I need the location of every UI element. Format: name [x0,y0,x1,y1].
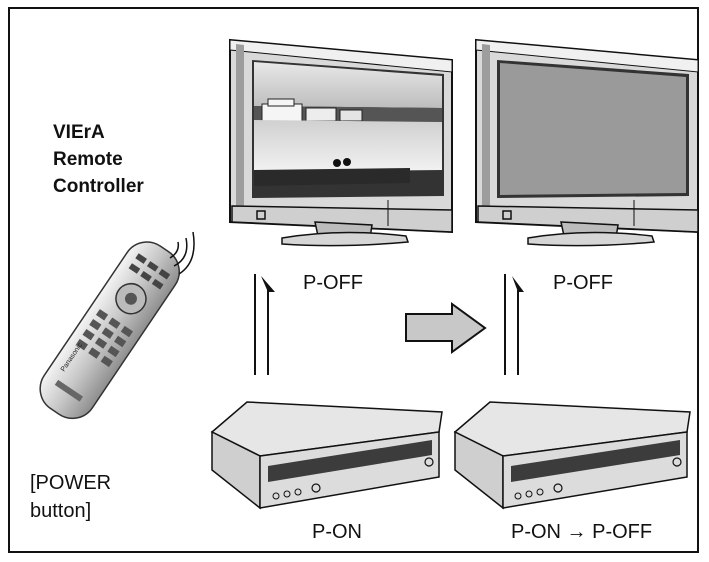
recorder-left [210,401,443,510]
tv-right-signal-label: P-OFF [553,272,613,294]
tv-right-screen-blank [500,63,686,195]
power-caption-line-2: button] [30,500,92,522]
signal-arrow-right [504,274,524,375]
tv-left-screen-video [254,62,442,186]
recorder-right-label: P-ON → P-OFF [511,521,653,543]
recorder-right [453,401,691,510]
power-caption-line-1: [POWER [30,472,112,494]
remote-title: VIErA Remote Controller [53,119,144,200]
recorder-left-label: P-ON [312,521,362,543]
remote-title-line-3: Controller [53,176,144,197]
remote-title-line-2: Remote [53,149,123,170]
transition-arrow [405,302,487,354]
power-button-caption: [POWER button] [30,469,111,525]
remote-title-line-1: VIErA [53,122,105,143]
tv-left-signal-label: P-OFF [303,272,363,294]
tv-right [475,38,699,247]
tv-left [229,38,453,247]
diagram-frame [8,7,699,553]
signal-arrow-left [254,274,275,375]
remote-control: Panasonic [39,241,180,420]
ir-signal-waves [169,231,195,275]
